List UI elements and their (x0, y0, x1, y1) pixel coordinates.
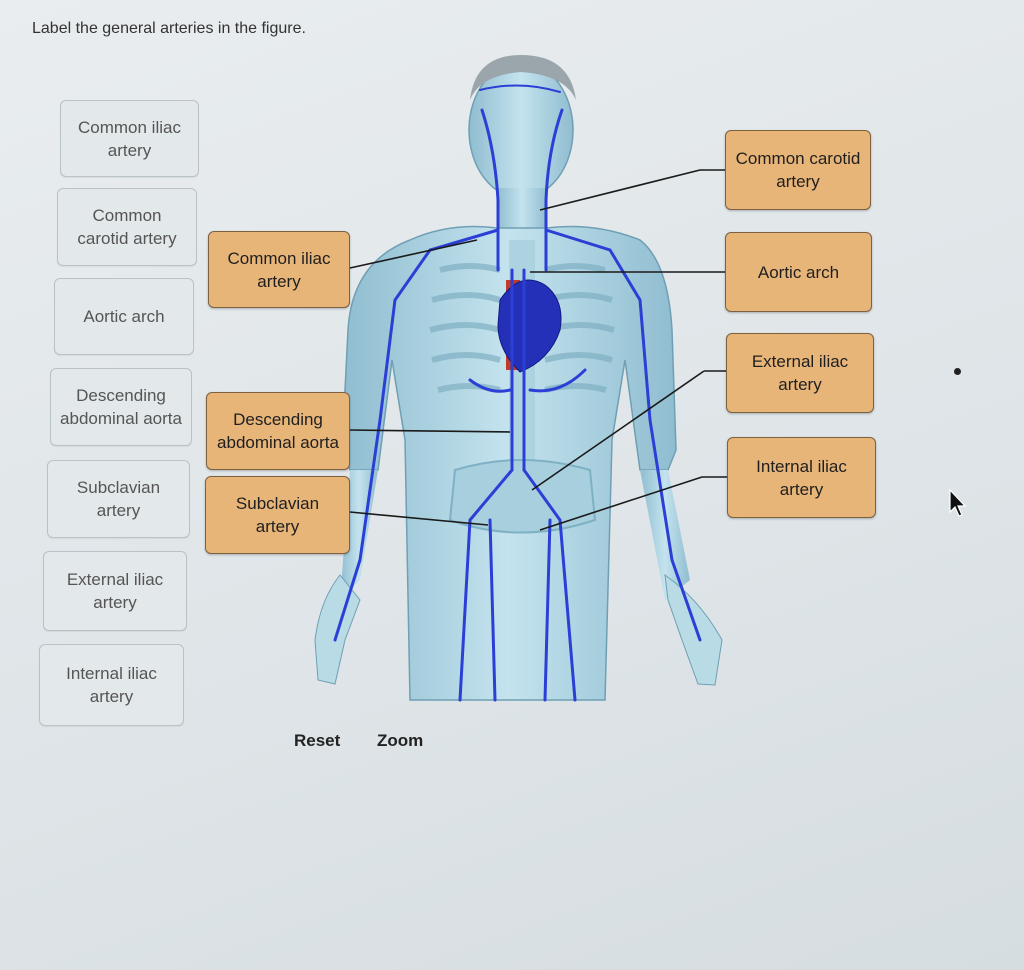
drop-box-right-1[interactable]: Common carotid artery (725, 130, 871, 210)
drop-box-left-3[interactable]: Subclavian artery (205, 476, 350, 554)
bank-tile-internal-iliac[interactable]: Internal iliac artery (39, 644, 184, 726)
drop-box-right-4[interactable]: Internal iliac artery (727, 437, 876, 518)
drop-box-left-1[interactable]: Common iliac artery (208, 231, 350, 308)
body-silhouette (314, 55, 723, 701)
artery-network (333, 84, 702, 702)
bank-tile-descending-aorta[interactable]: Descending abdominal aorta (50, 368, 192, 446)
drop-box-left-2[interactable]: Descending abdominal aorta (206, 392, 350, 470)
bank-tile-external-iliac[interactable]: External iliac artery (43, 551, 187, 631)
instruction-text: Label the general arteries in the figure… (32, 20, 306, 37)
drop-box-right-2[interactable]: Aortic arch (725, 232, 872, 312)
bank-tile-aortic-arch[interactable]: Aortic arch (54, 278, 194, 355)
dot-marker (954, 368, 961, 375)
drop-box-right-3[interactable]: External iliac artery (726, 333, 874, 413)
bank-tile-common-carotid[interactable]: Common carotid artery (57, 188, 197, 266)
bank-tile-common-iliac[interactable]: Common iliac artery (60, 100, 199, 177)
reset-button[interactable]: Reset (294, 731, 341, 750)
mouse-cursor-icon (949, 488, 967, 517)
zoom-button[interactable]: Zoom (377, 731, 424, 750)
bank-tile-subclavian[interactable]: Subclavian artery (47, 460, 190, 538)
leader-lines (349, 169, 727, 531)
heart (497, 279, 562, 373)
